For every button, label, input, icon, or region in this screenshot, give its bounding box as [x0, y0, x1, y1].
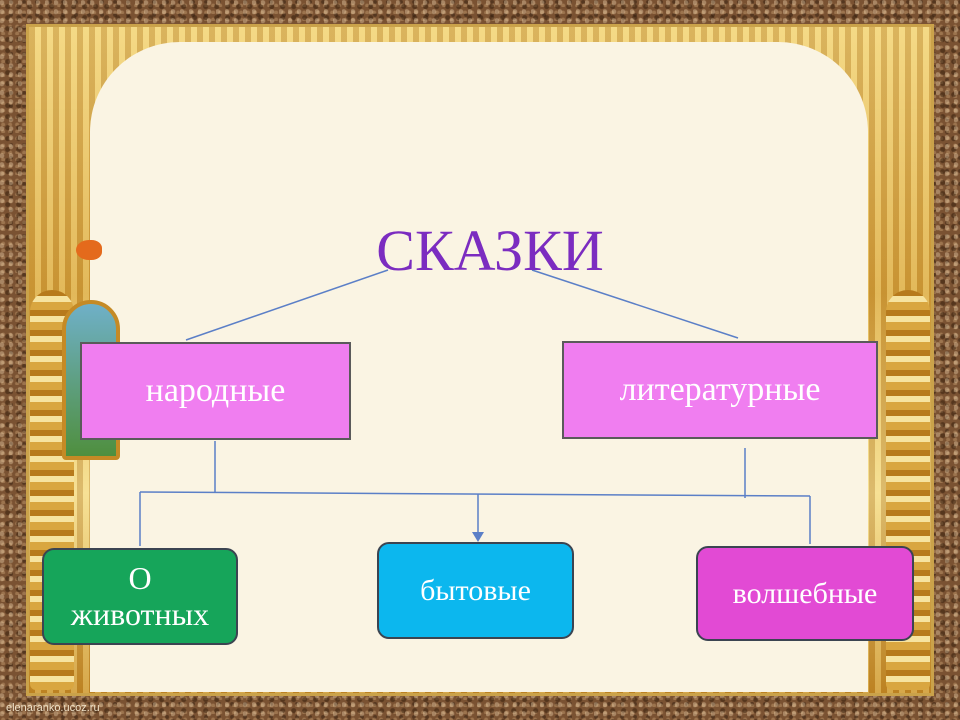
- node-bytovye: бытовые: [377, 542, 574, 639]
- diagram-title: СКАЗКИ: [376, 218, 604, 283]
- goldfish-icon: [76, 240, 102, 260]
- node-label: волшебные: [732, 577, 878, 610]
- connector-horizontal: [139, 491, 811, 497]
- node-label: О животных: [70, 560, 210, 632]
- node-narodnye: народные: [80, 342, 351, 440]
- node-label: бытовые: [420, 574, 531, 607]
- site-credit: elenaranko.ucoz.ru: [6, 702, 100, 714]
- node-label: литературные: [619, 371, 821, 409]
- node-literaturnye: литературные: [562, 341, 878, 439]
- arrow-head-bytovye: [472, 532, 484, 542]
- node-o-zhivotnykh: О животных: [42, 548, 238, 645]
- node-label: народные: [145, 372, 286, 410]
- connector-title-literat: [531, 269, 739, 339]
- connector-title-narodnye: [185, 269, 389, 341]
- node-volshebnye: волшебные: [696, 546, 914, 641]
